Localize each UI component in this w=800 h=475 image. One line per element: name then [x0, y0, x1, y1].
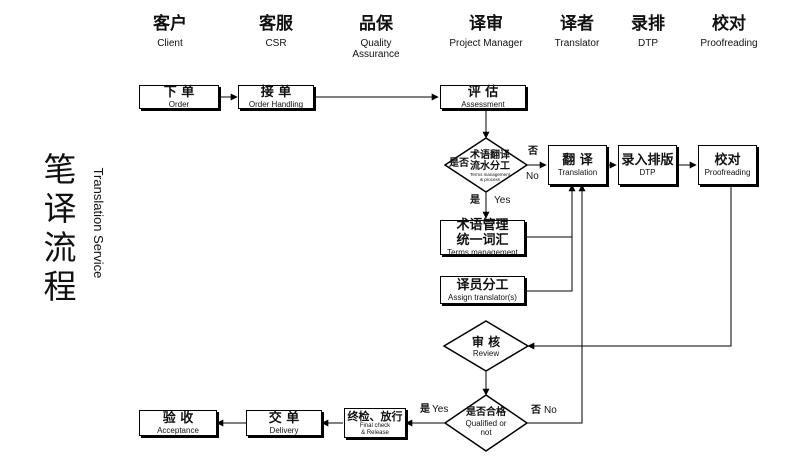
edge-label-yes-en: Yes: [494, 195, 511, 206]
node-en: Terms management: [447, 247, 518, 257]
node-zh: 评 估: [467, 84, 499, 100]
node-en: DTP: [639, 167, 656, 177]
column-zh: 客户: [153, 14, 187, 34]
node-zh: 翻 译: [562, 152, 593, 168]
node-assign-translators: 译员分工 Assign translator(s): [440, 276, 525, 304]
node-en: Order: [168, 99, 190, 109]
decision-zh: 审 核: [471, 335, 501, 349]
column-zh: 译者: [560, 14, 594, 34]
node-final-check: 终检、放行 Final check & Release: [344, 408, 406, 438]
column-en: Translator: [554, 38, 600, 49]
review-diamond: [442, 320, 530, 372]
edge-assign-translation: [525, 237, 573, 292]
node-terms-management: 术语管理 统一词汇 Terms management: [440, 217, 525, 257]
edge-label-qualified-yes-zh: 是: [420, 404, 430, 415]
edge-label-no-zh: 否: [528, 146, 538, 157]
edge-label-qualified-no-zh: 否: [531, 405, 541, 416]
column-en: DTP: [638, 38, 658, 49]
node-en: Proofreading: [704, 167, 751, 177]
node-en: Delivery: [269, 425, 299, 435]
node-order: 下 单 Order: [139, 85, 219, 109]
node-en: Acceptance: [157, 425, 199, 435]
decision-terms-label: 术语翻译 流水分工 Terms management & process: [468, 150, 512, 182]
edge-label-qualified-yes-en: Yes: [432, 404, 449, 415]
node-acceptance: 验 收 Acceptance: [139, 410, 217, 436]
node-zh: 验 收: [162, 410, 194, 426]
edge-qualified-no: [527, 184, 586, 424]
decision-terms-side: 是否: [448, 158, 470, 170]
node-proofreading: 校对 Proofreading: [698, 145, 757, 185]
decision-side-zh: 是否: [449, 158, 469, 169]
title-en: Translation Service: [91, 167, 106, 279]
node-zh: 术语管理: [456, 217, 509, 233]
edge-proofreading-review: [527, 180, 732, 350]
column-header-csr: 客服 CSR: [221, 14, 331, 49]
node-assessment: 评 估 Assessment: [440, 85, 526, 109]
node-en: Final check: [359, 422, 391, 429]
node-zh: 录入排版: [621, 152, 674, 168]
terms-decision-diamond: [443, 137, 529, 193]
decision-en: not: [480, 428, 492, 437]
node-zh: 统一词汇: [456, 232, 509, 248]
edge-terms-translation: [525, 184, 576, 238]
decision-qualified-label: 是否合格 Qualified or not: [456, 407, 516, 437]
node-zh: 校对: [714, 152, 741, 168]
node-order-handling: 接 单 Order Handling: [238, 85, 314, 109]
decision-en: Qualified or: [465, 419, 507, 428]
qualified-diamond: [443, 394, 529, 452]
node-zh: 交 单: [268, 410, 300, 426]
decision-en: Review: [472, 349, 500, 358]
column-header-proofreading: 校对 Proofreading: [674, 14, 784, 49]
node-en: Assign translator(s): [448, 292, 517, 302]
column-header-translator: 译者 Translator: [522, 14, 632, 49]
node-zh: 终检、放行: [347, 409, 403, 423]
node-en: Translation: [557, 167, 598, 177]
node-en: Assessment: [461, 99, 505, 109]
edge-label-no-en: No: [526, 171, 539, 182]
edge-label-yes-zh: 是: [470, 195, 480, 206]
node-delivery: 交 单 Delivery: [246, 410, 322, 436]
column-header-dtp: 录排 DTP: [593, 14, 703, 49]
column-zh: 品保: [359, 14, 393, 34]
column-header-qa: 品保 Quality Assurance: [321, 14, 431, 60]
edge-label-qualified-no-en: No: [544, 405, 557, 416]
node-zh: 译员分工: [456, 277, 509, 293]
node-en: Order Handling: [248, 99, 304, 109]
column-en: Project Manager: [449, 38, 523, 49]
node-zh: 接 单: [260, 84, 292, 100]
decision-review-label: 审 核 Review: [456, 335, 516, 358]
column-en: Proofreading: [700, 38, 758, 49]
node-dtp: 录入排版 DTP: [618, 145, 677, 185]
node-en: & Release: [361, 429, 389, 436]
node-translation: 翻 译 Translation: [548, 145, 607, 185]
column-zh: 录排: [631, 14, 665, 34]
column-en: Client: [157, 38, 183, 49]
decision-zh: 是否合格: [466, 407, 506, 418]
decision-zh: 术语翻译: [470, 150, 510, 161]
decision-zh: 流水分工: [470, 161, 510, 172]
decision-en: Terms management & process: [470, 172, 510, 182]
column-header-pm: 译审 Project Manager: [431, 14, 541, 49]
node-zh: 下 单: [163, 84, 195, 100]
column-zh: 客服: [259, 14, 293, 34]
title-zh: 笔译流程: [43, 150, 77, 306]
column-en: Quality Assurance: [352, 38, 400, 60]
column-header-client: 客户 Client: [115, 14, 225, 49]
column-zh: 译审: [469, 14, 503, 34]
column-zh: 校对: [712, 14, 746, 34]
column-en: CSR: [265, 38, 287, 49]
